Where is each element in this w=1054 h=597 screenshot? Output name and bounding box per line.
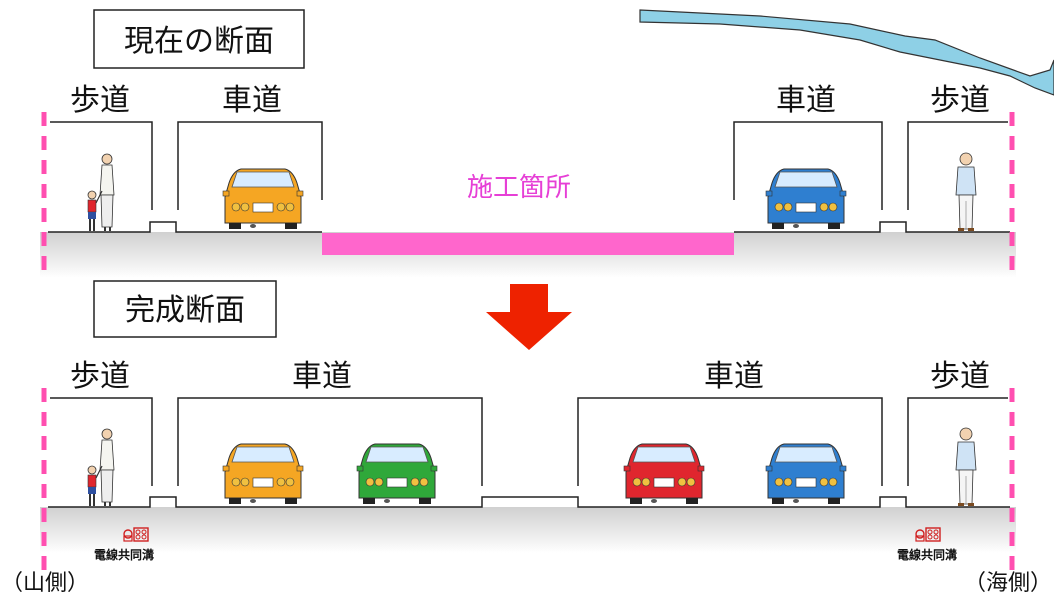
completed-title: 完成断面 [125,293,245,328]
construction-area [322,233,734,255]
current-label-road-left: 車道 [222,83,282,118]
current-label-road-right: 車道 [776,83,836,118]
current-car-right [765,168,847,230]
completed-label-sidewalk-right: 歩道 [930,359,990,394]
completed-label-sidewalk-left: 歩道 [70,359,130,394]
transition-arrow-icon [486,284,572,350]
current-surface-line [48,221,1010,233]
completed-section: 完成断面 歩道 車道 車道 歩道 電線共同溝 電線共同溝 [40,280,1016,578]
completed-title-box [93,280,277,338]
current-label-sidewalk-right: 歩道 [930,83,990,118]
duct-right-label: 電線共同溝 [897,547,957,562]
current-section: 現在の断面 歩道 車道 車道 歩道 施工箇所 [40,9,1016,278]
duct-left-label: 電線共同溝 [94,547,154,562]
completed-dimension-lines [50,397,1008,486]
current-label-sidewalk-left: 歩道 [70,83,130,118]
completed-surface-line [48,496,1010,508]
current-title-box [93,9,305,69]
completed-car-green [356,443,438,505]
current-dimension-lines [50,121,1008,210]
side-label-sea: （海側） [964,571,1052,596]
completed-label-road-left: 車道 [292,359,352,394]
current-car-left [222,168,304,230]
current-title: 現在の断面 [124,24,274,59]
current-pedestrian-man [955,152,977,232]
map-inset [639,9,1054,96]
completed-pedestrian-family [87,428,115,507]
construction-label: 施工箇所 [467,173,571,203]
completed-pedestrian-man [955,427,977,507]
completed-car-red [623,443,705,505]
side-label-mountain: （山側） [1,571,89,596]
completed-ground [40,507,1016,553]
completed-car-blue [765,443,847,505]
current-pedestrian-family [87,153,115,232]
completed-car-yellow [222,443,304,505]
completed-label-road-right: 車道 [704,359,764,394]
